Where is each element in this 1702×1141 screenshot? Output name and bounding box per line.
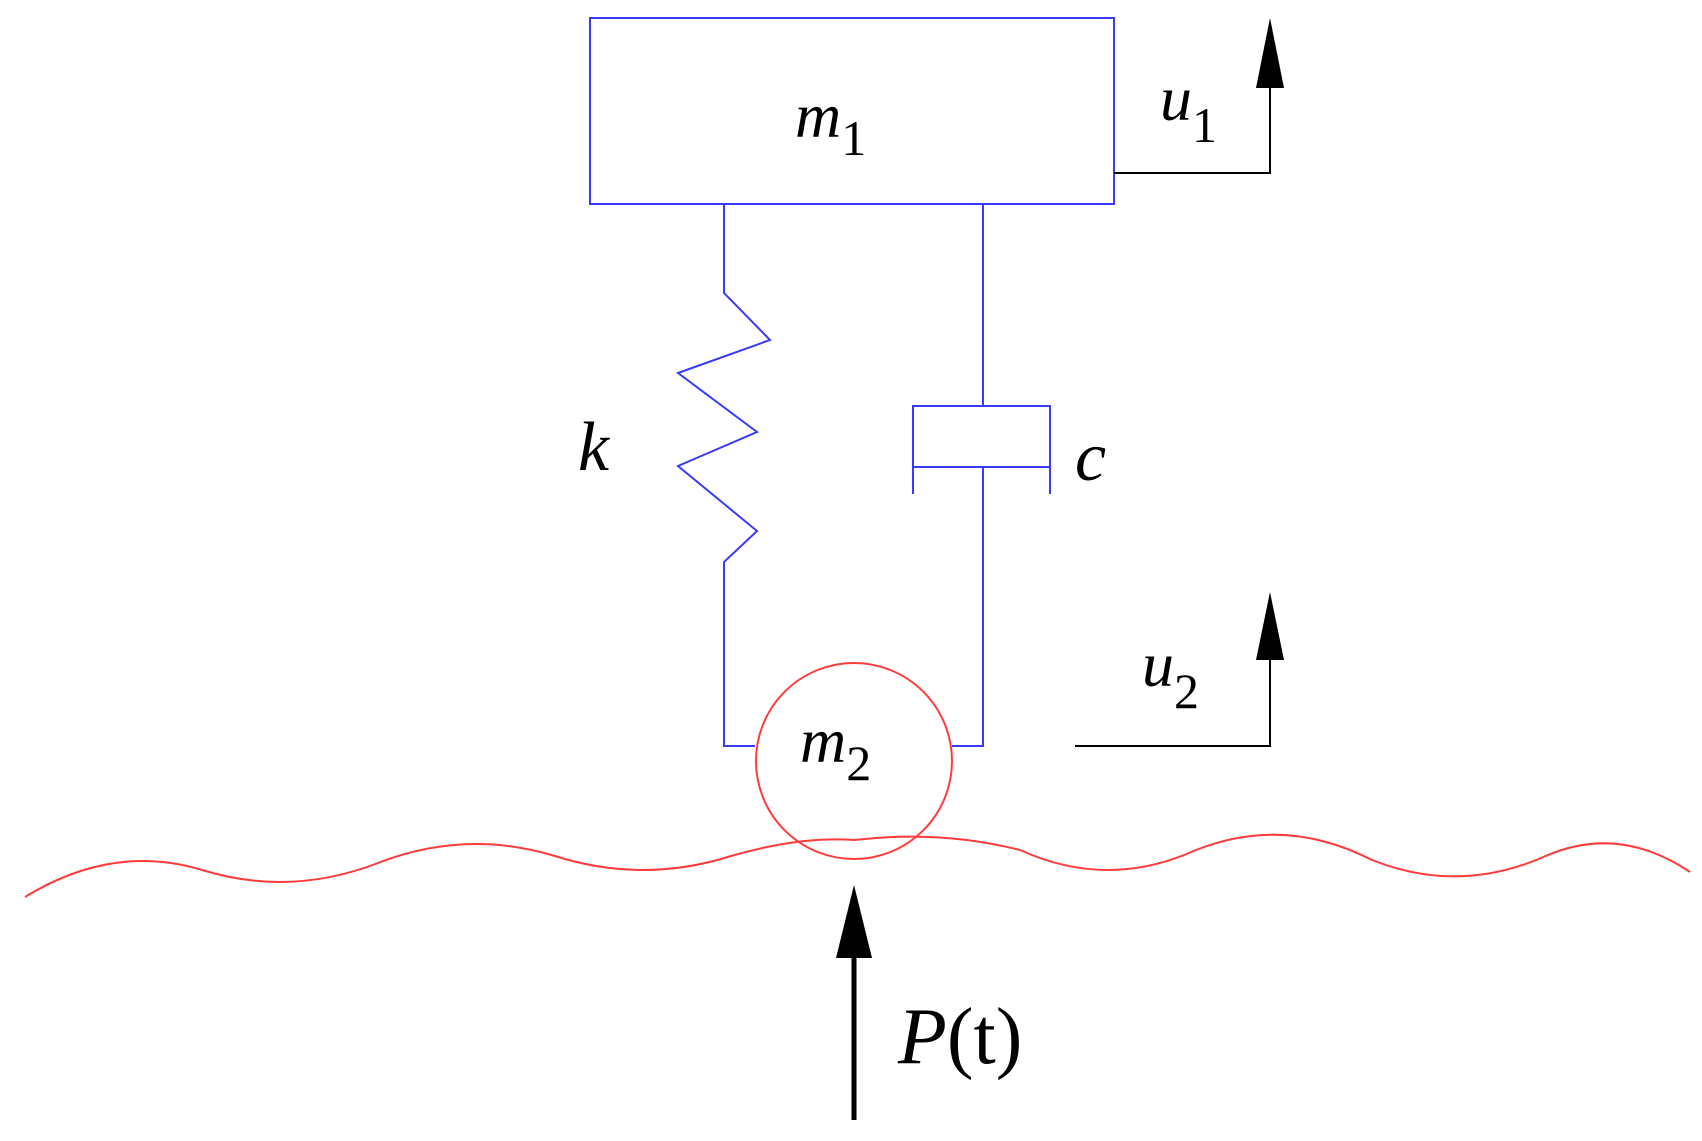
damper-lower-rod bbox=[952, 467, 984, 747]
spring-label: k bbox=[578, 409, 611, 486]
displacement-1-arrowhead bbox=[1256, 18, 1284, 88]
damper-label: c bbox=[1075, 419, 1106, 496]
force-symbol: P bbox=[897, 993, 947, 1081]
displacement-1-leader bbox=[1114, 80, 1271, 174]
displacement-2-arrowhead bbox=[1256, 592, 1284, 660]
displacement-2-symbol: u bbox=[1142, 629, 1174, 700]
mass-1-subscript: 1 bbox=[841, 110, 866, 166]
displacement-2-leader bbox=[1075, 652, 1271, 747]
spring bbox=[675, 204, 772, 747]
displacement-2-label: u2 bbox=[1142, 629, 1199, 719]
wheel-mass-2 bbox=[755, 662, 953, 860]
mass-2-symbol: m bbox=[800, 705, 846, 776]
displacement-1-symbol: u bbox=[1160, 63, 1192, 134]
displacement-1-subscript: 1 bbox=[1192, 97, 1217, 153]
mass-1-block bbox=[589, 17, 1115, 205]
mass-1-symbol: m bbox=[795, 80, 841, 151]
displacement-1-label: u1 bbox=[1160, 63, 1217, 153]
mass-2-label: m2 bbox=[800, 705, 871, 791]
displacement-2-subscript: 2 bbox=[1174, 663, 1199, 719]
damper bbox=[912, 204, 1051, 747]
force-arrowhead bbox=[836, 885, 872, 958]
road-profile bbox=[24, 833, 1691, 898]
mass-1-label: m1 bbox=[795, 80, 866, 166]
force-label: P(t) bbox=[897, 993, 1022, 1081]
mass-2-subscript: 2 bbox=[846, 735, 871, 791]
damper-cylinder bbox=[912, 405, 1051, 467]
force-argument: (t) bbox=[947, 993, 1023, 1081]
